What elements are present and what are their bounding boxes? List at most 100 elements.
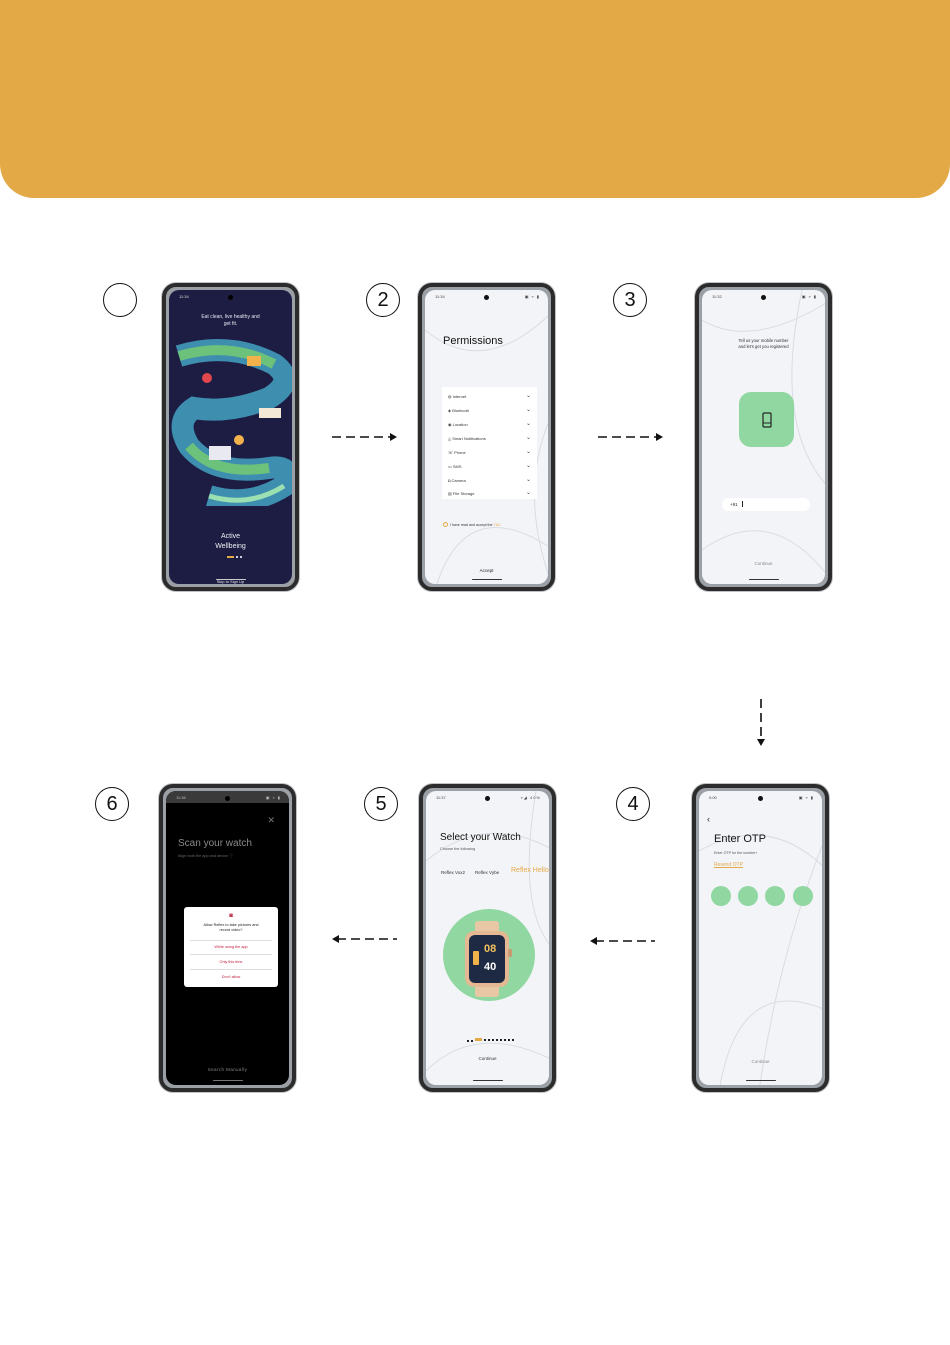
chevron-down-icon[interactable]: ⌄ xyxy=(525,463,531,469)
step-6-circle: 6 xyxy=(95,787,129,821)
phone-mobile-number: 11:32▣ ▿ ▮ Tell us your mobile number an… xyxy=(695,283,832,591)
dont-allow-button[interactable]: Don't allow xyxy=(221,975,241,979)
watch-image xyxy=(465,921,512,997)
status-bar: 11:37▿◢ 40% xyxy=(436,795,541,800)
chevron-down-icon[interactable]: ⌄ xyxy=(525,477,531,483)
chevron-down-icon[interactable]: ⌄ xyxy=(525,449,531,455)
accept-button[interactable]: Accept xyxy=(479,568,494,573)
watch-option-vybe[interactable]: Reflex Vybe xyxy=(475,870,500,875)
arrow-right-1-to-2 xyxy=(332,433,397,441)
arrow-left-5-to-6 xyxy=(332,935,397,943)
camera-permission-dialog: ◙ Allow Reflex to take pictures and reco… xyxy=(184,907,278,987)
otp-digit-field-2[interactable] xyxy=(738,886,758,906)
home-indicator xyxy=(215,578,246,580)
permission-item-sms[interactable]: ▭ SMS xyxy=(448,464,462,469)
select-watch-screen: 11:37▿◢ 40% Select your Watch Choose the… xyxy=(426,791,549,1085)
chevron-down-icon[interactable]: ⌄ xyxy=(525,421,531,427)
permission-item-bluetooth[interactable]: ◈ Bluetooth xyxy=(448,408,470,413)
step-1-circle xyxy=(103,283,137,317)
only-this-time-button[interactable]: Only this time xyxy=(219,960,243,964)
camera-hole xyxy=(758,796,763,801)
permission-item-location[interactable]: ◉ Location xyxy=(448,422,468,427)
agree-checkbox[interactable] xyxy=(443,522,448,527)
background-lines xyxy=(426,791,549,1072)
while-using-app-button[interactable]: While using the app xyxy=(214,945,248,949)
camera-hole xyxy=(228,295,233,300)
home-indicator xyxy=(748,578,779,580)
terms-link[interactable]: T&C xyxy=(493,523,501,527)
back-arrow-icon[interactable]: ‹ xyxy=(707,814,710,824)
search-manually-button[interactable]: Search Manually xyxy=(207,1067,248,1072)
camera-hole xyxy=(225,796,230,801)
chevron-down-icon[interactable]: ⌄ xyxy=(525,490,531,496)
onboarding-title: Active Wellbeing xyxy=(215,533,246,550)
permission-item-phone[interactable]: ☏ Phone xyxy=(448,450,466,455)
permission-item-notifications[interactable]: ◬ Smart Notifications xyxy=(448,436,486,441)
page-title: Permissions xyxy=(443,335,503,347)
chevron-down-icon[interactable]: ⌄ xyxy=(525,407,531,413)
info-icon[interactable]: ⓘ xyxy=(229,854,233,858)
carousel-dots xyxy=(484,1039,514,1041)
otp-subtitle: Enter OTP for the number+ xyxy=(714,851,758,855)
country-code[interactable]: +91 xyxy=(730,502,738,507)
background-lines xyxy=(702,290,825,574)
illustration-fitness-spiral xyxy=(171,339,292,506)
scan-watch-screen: 11:36▣ ▿ ▮ ✕ Scan your watch Align both … xyxy=(166,791,289,1085)
mobile-number-input[interactable]: +91 xyxy=(722,498,810,511)
permission-item-file-storage[interactable]: ▤ File Storage xyxy=(448,491,475,496)
page-title: Enter OTP xyxy=(714,833,766,845)
home-indicator xyxy=(745,1079,776,1081)
page-title: Select your Watch xyxy=(440,832,521,843)
onboarding-tagline: Eat clean, live healthy and get fit. xyxy=(201,314,260,327)
otp-digit-field-4[interactable] xyxy=(793,886,813,906)
resend-otp-link[interactable]: Resend OTP xyxy=(714,862,743,868)
camera-hole xyxy=(485,796,490,801)
home-indicator xyxy=(472,1079,503,1081)
camera-icon: ◙ xyxy=(229,913,233,919)
permission-item-internet[interactable]: ◍ Internet xyxy=(448,394,467,399)
skip-to-signup-link[interactable]: Skip to Sign Up xyxy=(216,579,245,584)
header-banner xyxy=(0,0,950,198)
phone-tile xyxy=(739,392,794,447)
status-bar: 0:00▣ ▿ ▮ xyxy=(709,795,814,800)
status-bar: 11:32▣ ▿ ▮ xyxy=(712,294,817,299)
phone-enter-otp: 0:00▣ ▿ ▮ ‹ Enter OTP Enter OTP for the … xyxy=(692,784,829,1092)
camera-hole xyxy=(761,295,766,300)
permissions-list: ◍ Internet ⌄ ◈ Bluetooth ⌄ ◉ Location ⌄ … xyxy=(442,387,537,499)
continue-button[interactable]: Continue xyxy=(754,561,773,566)
page-indicator-dot xyxy=(240,556,242,558)
continue-button[interactable]: Continue xyxy=(751,1059,770,1064)
chevron-down-icon[interactable]: ⌄ xyxy=(525,393,531,399)
dialog-divider xyxy=(190,940,272,941)
background-lines xyxy=(699,834,822,1085)
mobile-number-screen: 11:32▣ ▿ ▮ Tell us your mobile number an… xyxy=(702,290,825,584)
permission-item-camera[interactable]: ◘ Camera xyxy=(448,478,466,483)
page-title: Scan your watch xyxy=(178,838,252,849)
arrow-right-2-to-3 xyxy=(598,433,663,441)
step-4-circle: 4 xyxy=(616,787,650,821)
home-indicator xyxy=(471,578,502,580)
mobile-prompt: Tell us your mobile number and let's get… xyxy=(738,338,789,349)
phone-select-watch: 11:37▿◢ 40% Select your Watch Choose the… xyxy=(419,784,556,1092)
text-cursor xyxy=(742,501,743,507)
scan-subtitle: Align both the app and device ⓘ xyxy=(178,854,233,858)
chevron-down-icon[interactable]: ⌄ xyxy=(525,435,531,441)
mobile-phone-icon xyxy=(761,411,772,428)
onboarding-screen: 11:34 Eat clean, live healthy and get fi… xyxy=(169,290,292,584)
close-icon[interactable]: ✕ xyxy=(267,815,275,825)
step-5-circle: 5 xyxy=(364,787,398,821)
watch-option-hello-selected[interactable]: Reflex Hello xyxy=(511,867,549,874)
select-watch-subtitle: Choose the following xyxy=(440,847,476,851)
arrow-left-4-to-5 xyxy=(590,937,655,945)
watch-hour-display: 08 xyxy=(484,943,497,955)
page-indicator-dot xyxy=(236,556,238,558)
dialog-divider xyxy=(190,954,272,955)
continue-button[interactable]: Continue xyxy=(478,1056,497,1061)
arrow-down-3-to-4 xyxy=(757,699,765,746)
status-bar: 11:34 xyxy=(179,294,189,299)
step-3-circle: 3 xyxy=(613,283,647,317)
otp-digit-field-1[interactable] xyxy=(711,886,731,906)
otp-digit-field-3[interactable] xyxy=(765,886,785,906)
carousel-dot xyxy=(471,1040,473,1042)
watch-option-vox2[interactable]: Reflex Vox2 xyxy=(441,870,466,875)
